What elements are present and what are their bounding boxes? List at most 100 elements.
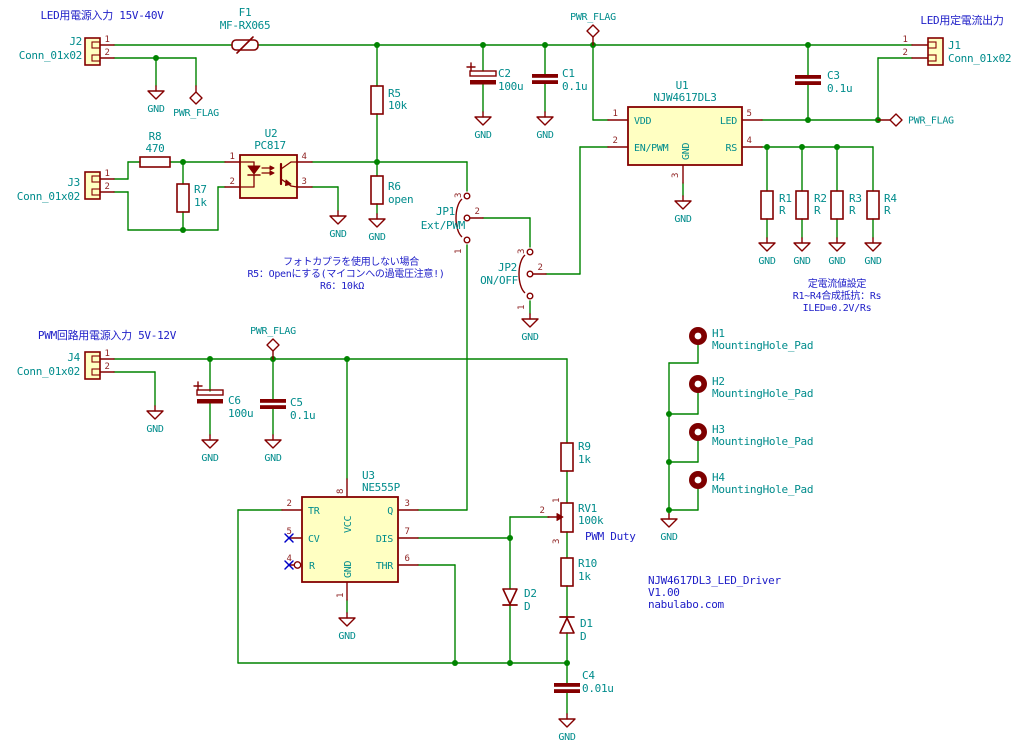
val-H4[interactable]: MountingHole_Pad xyxy=(712,483,813,496)
val-R6[interactable]: open xyxy=(388,193,414,206)
ref-JP2[interactable]: JP2 xyxy=(498,261,517,274)
capacitor-C6[interactable] xyxy=(193,381,224,404)
gnd-symbol[interactable]: GND xyxy=(147,85,165,115)
jumper-JP1[interactable] xyxy=(455,192,471,244)
ref-J4[interactable]: J4 xyxy=(67,351,81,364)
resistor-R1[interactable] xyxy=(760,190,774,220)
ref-C5[interactable]: C5 xyxy=(290,396,303,409)
mounting-hole-H4[interactable] xyxy=(689,471,707,489)
gnd-symbol[interactable]: GND xyxy=(558,713,576,743)
ref-H4[interactable]: H4 xyxy=(712,471,726,484)
gnd-symbol[interactable]: GND xyxy=(536,111,554,141)
ref-RV1[interactable]: RV1 xyxy=(578,502,597,515)
ref-R10[interactable]: R10 xyxy=(578,557,597,570)
gnd-symbol[interactable]: GND xyxy=(793,237,811,267)
potentiometer-RV1[interactable] xyxy=(547,502,574,533)
capacitor-C4[interactable] xyxy=(554,683,580,693)
val-R4[interactable]: R xyxy=(884,204,891,217)
title-block-name[interactable]: NJW4617DL3_LED_Driver xyxy=(648,574,782,587)
title-block-version[interactable]: V1.00 xyxy=(648,586,680,599)
diode-D1[interactable] xyxy=(559,616,575,634)
title-block-site[interactable]: nabulabo.com xyxy=(648,598,725,611)
gnd-symbol[interactable]: GND xyxy=(828,237,846,267)
note-current-set-1[interactable]: 定電流値設定 xyxy=(808,277,867,290)
ref-J3[interactable]: J3 xyxy=(67,176,80,189)
note-photocoupler-3[interactable]: R6：10kΩ xyxy=(320,281,365,292)
ref-C2[interactable]: C2 xyxy=(498,67,511,80)
val-D2[interactable]: D xyxy=(524,600,531,613)
val-JP1[interactable]: Ext/PWM xyxy=(421,219,466,232)
capacitor-C5[interactable] xyxy=(260,399,286,409)
ref-U3[interactable]: U3 xyxy=(362,469,375,482)
note-current-set-2[interactable]: R1~R4合成抵抗：Rs xyxy=(793,289,882,302)
gnd-symbol[interactable]: GND xyxy=(264,434,282,464)
val-U3[interactable]: NE555P xyxy=(362,481,401,494)
gnd-symbol[interactable]: GND xyxy=(521,313,539,343)
resistor-R2[interactable] xyxy=(795,190,809,220)
ref-J1[interactable]: J1 xyxy=(948,39,961,52)
val-R5[interactable]: 10k xyxy=(388,99,408,112)
val-R8[interactable]: 470 xyxy=(146,142,165,155)
ref-JP1[interactable]: JP1 xyxy=(436,205,455,218)
val-J3[interactable]: Conn_01x02 xyxy=(17,190,81,203)
ref-C6[interactable]: C6 xyxy=(228,394,241,407)
ref-C4[interactable]: C4 xyxy=(582,669,596,682)
val-C5[interactable]: 0.1u xyxy=(290,409,316,422)
val-R2[interactable]: R xyxy=(814,204,821,217)
val-J1[interactable]: Conn_01x02 xyxy=(948,52,1012,65)
val-R7[interactable]: 1k xyxy=(194,196,208,209)
ref-D1[interactable]: D1 xyxy=(580,617,593,630)
mounting-hole-H3[interactable] xyxy=(689,423,707,441)
ref-R2[interactable]: R2 xyxy=(814,192,827,205)
pwr-flag[interactable]: PWR_FLAG xyxy=(250,326,296,360)
val-R3[interactable]: R xyxy=(849,204,856,217)
val-C4[interactable]: 0.01u xyxy=(582,682,614,695)
ref-R7[interactable]: R7 xyxy=(194,183,207,196)
ref-R5[interactable]: R5 xyxy=(388,87,401,100)
ref-H2[interactable]: H2 xyxy=(712,375,725,388)
gnd-symbol[interactable]: GND xyxy=(368,213,386,243)
ref-J2[interactable]: J2 xyxy=(69,35,82,48)
val-D1[interactable]: D xyxy=(580,630,587,643)
ref-R6[interactable]: R6 xyxy=(388,180,401,193)
ref-R3[interactable]: R3 xyxy=(849,192,862,205)
ref-D2[interactable]: D2 xyxy=(524,587,537,600)
capacitor-C3[interactable] xyxy=(795,75,821,85)
ic-U3[interactable] xyxy=(301,496,399,583)
connector-J1[interactable] xyxy=(927,37,944,66)
resistor-R6[interactable] xyxy=(370,175,384,205)
ref-F1[interactable]: F1 xyxy=(239,6,252,19)
resistor-R4[interactable] xyxy=(866,190,880,220)
resistor-R3[interactable] xyxy=(830,190,844,220)
connector-J2[interactable] xyxy=(84,37,101,66)
title-led-power-in[interactable]: LED用電源入力 15V-40V xyxy=(40,8,164,22)
ref-R1[interactable]: R1 xyxy=(779,192,792,205)
note-current-set-3[interactable]: ILED=0.2V/Rs xyxy=(803,303,872,314)
ref-R4[interactable]: R4 xyxy=(884,192,898,205)
val-JP2[interactable]: ON/OFF xyxy=(480,274,518,287)
gnd-symbol[interactable]: GND xyxy=(674,195,692,225)
val-RV1[interactable]: 100k xyxy=(578,514,604,527)
resistor-R9[interactable] xyxy=(560,442,574,472)
ref-U2[interactable]: U2 xyxy=(265,127,278,140)
connector-J3[interactable] xyxy=(84,171,101,200)
resistor-R5[interactable] xyxy=(370,85,384,115)
gnd-symbol[interactable]: GND xyxy=(329,210,347,240)
label-pwm-duty[interactable]: PWM Duty xyxy=(585,530,637,543)
resistor-R10[interactable] xyxy=(560,557,574,587)
ref-H3[interactable]: H3 xyxy=(712,423,725,436)
ref-C1[interactable]: C1 xyxy=(562,67,575,80)
title-led-out[interactable]: LED用定電流出力 xyxy=(920,13,1003,27)
val-U2[interactable]: PC817 xyxy=(254,139,286,152)
resistor-R7[interactable] xyxy=(176,183,190,213)
pwr-flag[interactable]: PWR_FLAG xyxy=(173,85,219,119)
ref-H1[interactable]: H1 xyxy=(712,327,725,340)
val-C6[interactable]: 100u xyxy=(228,407,254,420)
connector-J4[interactable] xyxy=(84,351,101,380)
val-R1[interactable]: R xyxy=(779,204,786,217)
gnd-symbol[interactable]: GND xyxy=(338,612,356,642)
resistor-R8[interactable] xyxy=(139,156,171,168)
fuse-F1[interactable] xyxy=(231,36,259,54)
ref-C3[interactable]: C3 xyxy=(827,69,840,82)
ic-U1[interactable] xyxy=(627,106,743,166)
